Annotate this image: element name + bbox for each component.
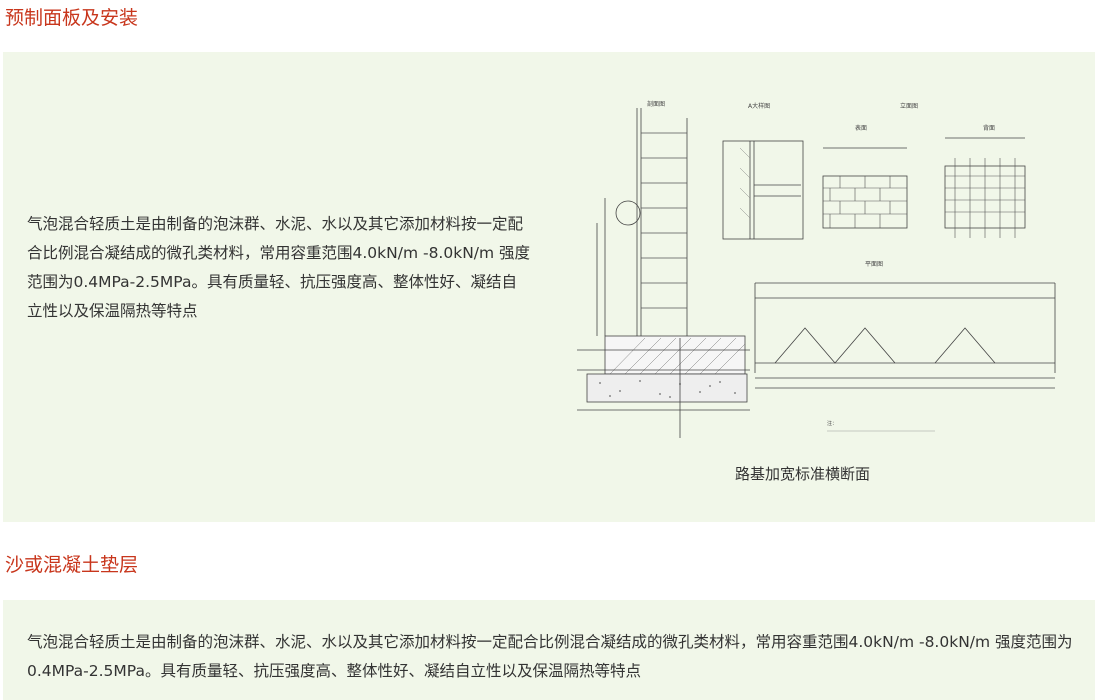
content-panel-cushion: [3, 600, 1095, 700]
detail-a-label: A大样图: [748, 102, 770, 110]
content-panel-precast: [3, 52, 1095, 522]
figure-caption: 路基加宽标准横断面: [735, 465, 871, 483]
section-title-precast-panel: 预制面板及安装: [5, 7, 139, 29]
description-paragraph: 气泡混合轻质土是由制备的泡沫群、水泥、水以及其它添加材料按一定配合比例混合凝结成…: [27, 215, 531, 320]
section-title-cushion-layer: 沙或混凝土垫层: [5, 554, 139, 576]
front-view-label: 表面: [855, 124, 867, 132]
back-view-label: 背面: [983, 124, 995, 132]
description-paragraph-2: 气泡混合轻质土是由制备的泡沫群、水泥、水以及其它添加材料按一定配合比例混合凝结成…: [27, 633, 1073, 680]
section-view-label: 剖面图: [647, 100, 665, 108]
engineering-drawing-image: 剖面图: [565, 88, 1095, 453]
note-label: 注：: [827, 420, 837, 427]
plan-view-label: 平面图: [865, 261, 883, 268]
elevation-label: 立面图: [900, 102, 918, 110]
